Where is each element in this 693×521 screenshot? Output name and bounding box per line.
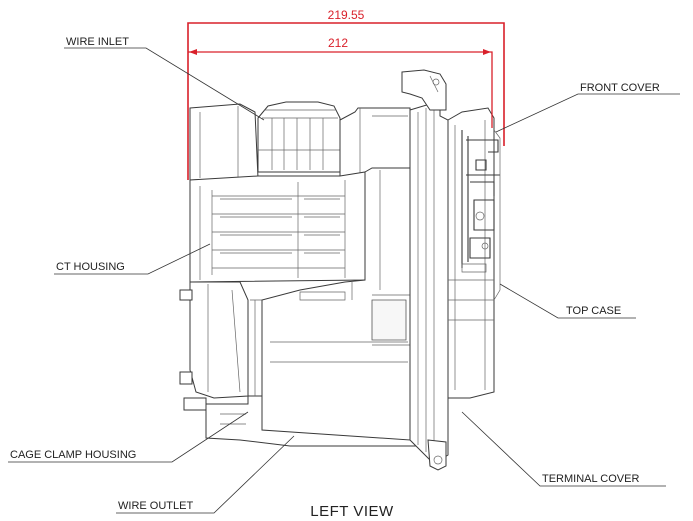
leader-terminal-cover: [461, 411, 666, 487]
leader-wire-outlet: [116, 435, 295, 514]
label-front-cover: FRONT COVER: [580, 82, 660, 94]
label-wire-outlet: WIRE OUTLET: [118, 500, 193, 512]
right-edge: [493, 129, 501, 301]
terminal-cover-tab: [427, 439, 447, 471]
dim-inner-arrow-left: [189, 49, 197, 55]
leader-cage-clamp-housing: [8, 411, 249, 463]
label-wire-inlet: WIRE INLET: [66, 36, 129, 48]
flange-frame: [409, 103, 449, 461]
middle-top-block: [339, 107, 411, 177]
dim-inner-arrow-right: [483, 49, 491, 55]
front-housing: [447, 107, 495, 399]
central-body: [261, 167, 411, 441]
view-title: LEFT VIEW: [310, 503, 394, 520]
leader-top-case: [499, 283, 636, 319]
callouts: WIRE INLET FRONT COVER CT HOUSING TOP CA…: [8, 36, 680, 514]
dimension-lines: 219.55 212: [187, 8, 505, 180]
electronics-stack: [461, 130, 500, 273]
leader-front-cover: [495, 93, 680, 133]
label-ct-housing: CT HOUSING: [56, 261, 125, 273]
leader-wire-inlet: [64, 47, 265, 121]
dim-outer-line: [187, 22, 505, 180]
leader-ct-housing: [54, 243, 211, 275]
device-body: [179, 69, 501, 471]
label-terminal-cover: TERMINAL COVER: [542, 473, 639, 485]
rear-top-block: [189, 103, 259, 181]
front-cover-bracket: [401, 69, 447, 111]
dim-inner-value: 212: [328, 36, 348, 50]
label-cage-clamp-housing: CAGE CLAMP HOUSING: [10, 449, 136, 461]
wire-inlet-knob: [257, 101, 341, 173]
label-top-case: TOP CASE: [566, 305, 621, 317]
ct-housing-body: [189, 171, 366, 283]
dim-inner-line: [188, 51, 493, 128]
dim-outer-value: 219.55: [328, 8, 365, 22]
